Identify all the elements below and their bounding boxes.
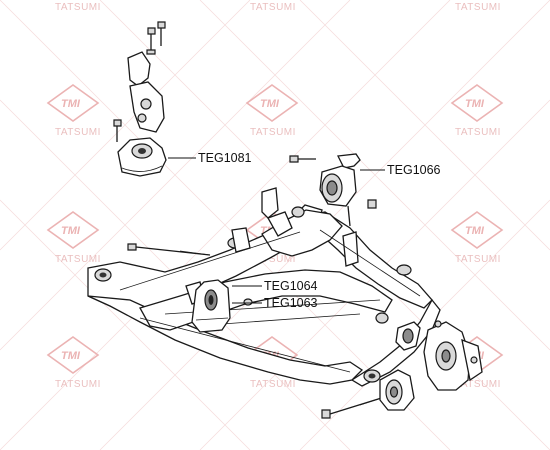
svg-text:TMI: TMI <box>260 98 280 110</box>
part-number-label: TEG1066 <box>387 163 441 177</box>
svg-text:TMI: TMI <box>61 225 81 237</box>
watermark-logo: TMI <box>450 84 504 122</box>
engine-mount-upper-assembly <box>113 21 167 177</box>
callout-teg1081: TEG1081 <box>168 151 252 165</box>
watermark-brand: TATSUMI <box>55 127 101 138</box>
watermark-brand: TATSUMI <box>250 379 296 390</box>
watermark-logo: TMI <box>46 211 100 249</box>
part-number-label: TEG1063 <box>264 296 318 310</box>
part-number-label: TEG1064 <box>264 279 318 293</box>
callout-teg1066: TEG1066 <box>360 163 441 177</box>
mount-teg1066-assembly <box>289 153 377 227</box>
long-bolt-bottom <box>321 395 389 419</box>
watermark-brand: TATSUMI <box>455 254 501 265</box>
watermark-brand: TATSUMI <box>55 254 101 265</box>
callout-teg1063: TEG1063 <box>232 296 318 310</box>
part-number-label: TEG1081 <box>198 151 252 165</box>
watermark-brand: TATSUMI <box>250 2 296 13</box>
watermark-logo: TMI <box>46 336 100 374</box>
watermark-logo: TMI <box>450 211 504 249</box>
callout-teg1064: TEG1064 <box>232 279 318 293</box>
watermark-brand: TATSUMI <box>455 2 501 13</box>
long-bolt-left <box>127 243 211 256</box>
svg-text:TMI: TMI <box>61 350 81 362</box>
right-side-mounts <box>379 320 483 411</box>
svg-text:TMI: TMI <box>61 98 81 110</box>
mount-teg1064-assembly <box>191 279 253 333</box>
watermark-brand: TATSUMI <box>250 254 296 265</box>
watermark-brand: TATSUMI <box>250 127 296 138</box>
watermark-logo: TMI <box>245 84 299 122</box>
watermark-brand: TATSUMI <box>455 379 501 390</box>
svg-text:TMI: TMI <box>465 225 485 237</box>
watermark-logo: TMI <box>46 84 100 122</box>
watermark-brand: TATSUMI <box>55 2 101 13</box>
watermark-brand: TATSUMI <box>55 379 101 390</box>
svg-text:TMI: TMI <box>465 98 485 110</box>
watermark-brand: TATSUMI <box>455 127 501 138</box>
